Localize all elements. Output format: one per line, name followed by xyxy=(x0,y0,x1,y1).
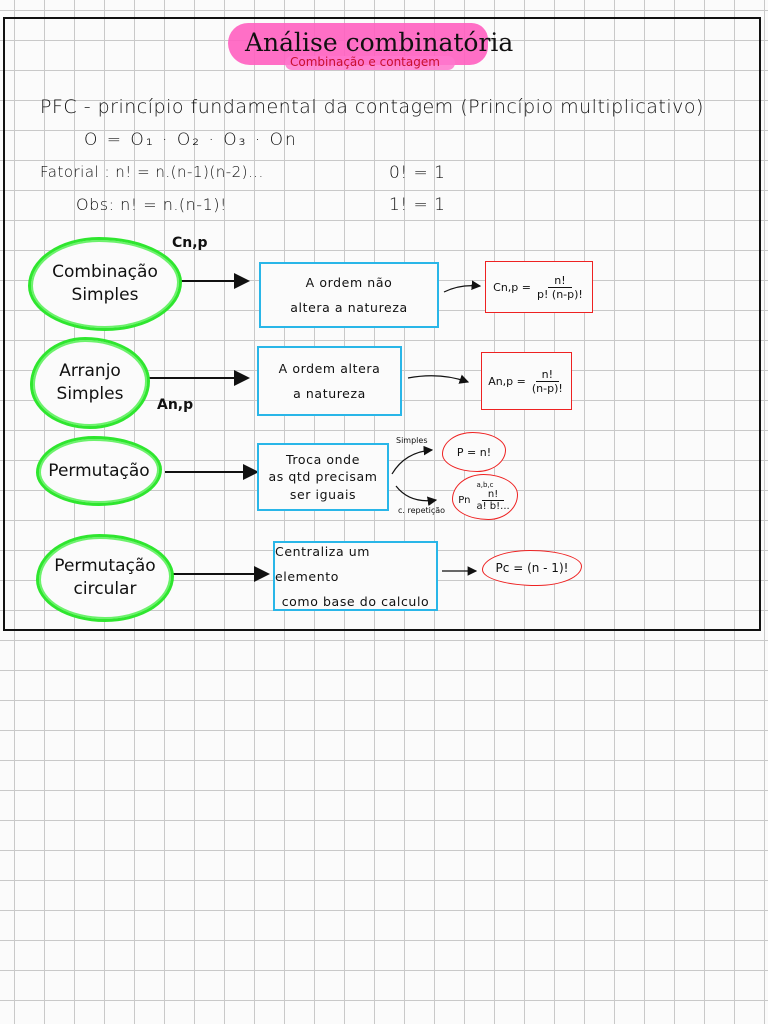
formula-box-arranjo: An,p = n! (n-p)! xyxy=(481,352,572,410)
concept-label: Simples xyxy=(56,384,124,404)
formula-box-combinacao: Cn,p = n! p! (n-p)! xyxy=(485,261,593,313)
concept-arranjo-simples: Arranjo Simples xyxy=(30,337,150,429)
branch-label-repeticao: c. repetição xyxy=(398,506,446,515)
factorial-note: Obs: n! = n.(n-1)! xyxy=(76,195,227,214)
formula-numerator: n! xyxy=(481,489,505,501)
subtitle-highlight xyxy=(285,56,455,70)
formula-text: Pc = (n - 1)! xyxy=(495,561,569,575)
description-box-permutacao: Troca onde as qtd precisam ser iguais xyxy=(257,443,389,511)
formula-denominator: (n-p)! xyxy=(531,381,563,395)
formula-numerator: n! xyxy=(548,274,572,288)
concept-label: Combinação xyxy=(52,262,158,283)
formula-left: An,p = xyxy=(488,374,526,388)
concept-label: Arranjo xyxy=(59,361,121,382)
concept-label: Permutação xyxy=(54,556,156,577)
formula-left: Pn xyxy=(458,495,471,506)
formula-denominator: p! (n-p)! xyxy=(537,287,583,301)
formula-cloud-permutacao-circular: Pc = (n - 1)! xyxy=(482,550,582,586)
description-line: Centraliza um elemento xyxy=(275,543,371,584)
concept-label: Simples xyxy=(71,285,139,305)
pfc-formula: O = O₁ · O₂ · O₃ · On xyxy=(84,130,298,150)
concept-permutacao: Permutação xyxy=(36,436,162,506)
page-subtitle: Combinação e contagem xyxy=(290,55,440,69)
page-title: Análise combinatória xyxy=(245,28,514,57)
formula-superscript: a,b,c xyxy=(476,481,494,489)
description-box-arranjo: A ordem altera a natureza xyxy=(257,346,402,416)
factorial-one: 1! = 1 xyxy=(389,195,446,215)
concept-label: circular xyxy=(73,579,137,599)
formula-row: Pn n! a! b!... xyxy=(458,489,511,512)
formula-fraction: n! p! (n-p)! xyxy=(535,274,585,301)
description-line: a natureza xyxy=(293,386,366,401)
formula-denominator: a! b!... xyxy=(476,501,510,512)
description-line: A ordem não xyxy=(305,275,393,290)
concept-combinacao-simples: Combinação Simples xyxy=(28,237,182,331)
formula-left: Cn,p = xyxy=(493,280,532,294)
description-line: as qtd precisam xyxy=(268,469,378,485)
description-box-permutacao-circular: Centraliza um elemento como base do calc… xyxy=(273,541,438,611)
factorial-definition: Fatorial : n! = n.(n-1)(n-2)... xyxy=(40,163,264,181)
description-line: Troca onde xyxy=(285,451,360,467)
notes-frame xyxy=(3,17,761,631)
description-line: A ordem altera xyxy=(278,361,381,376)
concept-permutacao-circular: Permutação circular xyxy=(36,534,174,622)
description-line: altera a natureza xyxy=(290,300,408,315)
notation-cnp: Cn,p xyxy=(172,235,208,251)
concept-label: Permutação xyxy=(48,460,150,481)
formula-fraction: n! (n-p)! xyxy=(530,368,565,395)
formula-cloud-permutacao-repeticao: a,b,c Pn n! a! b!... xyxy=(452,474,518,520)
description-box-combinacao: A ordem não altera a natureza xyxy=(259,262,439,328)
formula-fraction: n! a! b!... xyxy=(474,489,511,512)
pfc-definition: PFC - princípio fundamental da contagem … xyxy=(40,96,704,118)
formula-text: P = n! xyxy=(456,445,492,459)
description-line: como base do calculo xyxy=(281,593,430,609)
factorial-zero: 0! = 1 xyxy=(389,163,446,183)
description-line: ser iguais xyxy=(289,486,357,502)
formula-cloud-permutacao-simples: P = n! xyxy=(442,432,506,472)
formula-numerator: n! xyxy=(535,368,560,382)
notation-anp: An,p xyxy=(157,397,194,413)
branch-label-simples: Simples xyxy=(396,436,428,445)
